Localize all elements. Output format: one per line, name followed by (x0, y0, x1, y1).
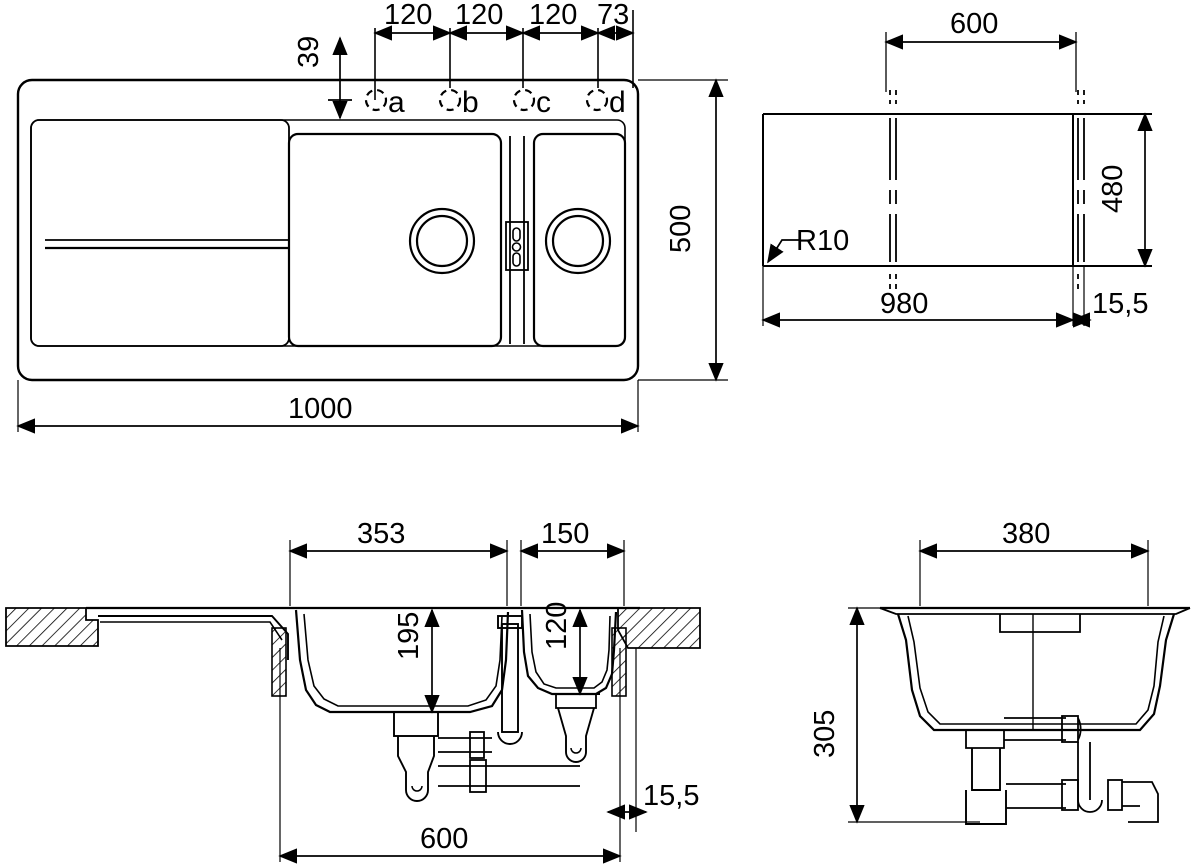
dim-small-bowl-depth: 120 (541, 602, 573, 650)
dim-155-cutout-group: 15,5 (1071, 266, 1148, 328)
dim-tap-spacing-3: 120 (529, 0, 577, 31)
dim-section-edge-margin: 15,5 (643, 780, 699, 812)
tap-hole-a-label: a (388, 86, 405, 119)
right-edge-hatch (617, 607, 701, 649)
secondary-trap-bend (565, 751, 587, 763)
dim-main-bowl-width: 353 (357, 518, 405, 550)
side-section-view: 380 305 (809, 518, 1191, 825)
dim-tap-spacing-1: 120 (384, 0, 432, 31)
dim-cutout-width: 980 (880, 288, 928, 320)
side-drain-tube (971, 748, 1001, 791)
tap-spacing-dimensions: 120 120 120 73 (373, 0, 635, 100)
cutout-view: 600 480 980 15,5 R10 (761, 8, 1153, 328)
dim-corner-radius: R10 (796, 225, 849, 257)
overflow-plate (505, 221, 529, 271)
side-pipe-assembly (1004, 715, 1159, 823)
dim-980-group: 980 (761, 266, 1075, 328)
coupling-upper (469, 731, 485, 759)
sink-outline (16, 78, 640, 382)
side-rim-underside (879, 607, 1191, 615)
section-cut-left (271, 627, 287, 697)
dim-380-group: 380 (918, 518, 1150, 606)
dim-1000-group: 1000 (16, 380, 640, 434)
secondary-bowl-drain-outer (544, 207, 612, 275)
side-drain-lower (965, 790, 1007, 825)
tap-hole-a-icon (364, 88, 388, 112)
top-view: a b c d 120 120 120 73 (16, 0, 728, 434)
dim-tap-hole-offset: 39 (293, 36, 325, 68)
dim-edge-to-last-tap: 73 (597, 0, 629, 31)
main-bowl-drain-outer (408, 207, 476, 275)
riser-bottom-bend (497, 731, 523, 745)
dim-480-group: 480 (1073, 112, 1153, 268)
front-section-view: 353 150 195 120 600 (5, 518, 701, 864)
side-bowl-ledge (999, 614, 1081, 633)
overflow-hole-mid (511, 242, 522, 252)
dim-195-group: 195 (393, 608, 440, 714)
main-drain-body-left (397, 736, 407, 790)
tap-hole-group: a b c d (364, 86, 626, 119)
dim-150-group: 150 (519, 518, 626, 606)
riser-tube (501, 623, 519, 733)
dim-overall-depth: 500 (665, 205, 697, 253)
main-bowl (287, 132, 503, 348)
dim-305-group: 305 (809, 606, 980, 824)
dim-small-bowl-width: 150 (541, 518, 589, 550)
side-drain-assembly (965, 730, 1007, 825)
side-bowl-inner (907, 615, 1165, 725)
side-drain-collar (965, 730, 1005, 749)
tap-hole-c-icon (512, 88, 536, 112)
secondary-bowl-drain-inner (551, 214, 605, 268)
dim-overall-width: 1000 (288, 393, 353, 425)
tap-hole-b-icon (438, 88, 462, 112)
secondary-drain-left (557, 707, 567, 752)
secondary-drain-right (585, 707, 595, 752)
side-outlet-elbow (1122, 781, 1159, 823)
dim-cutout-height: 480 (1097, 165, 1129, 213)
dim-cutout-edge-margin: 15,5 (1092, 288, 1148, 320)
dim-353-group: 353 (288, 518, 509, 606)
dim-side-bowl-width: 380 (1002, 518, 1050, 550)
dim-side-total-height: 305 (809, 710, 841, 758)
side-coupling-outlet (1107, 779, 1123, 811)
dim-39-group: 39 (293, 36, 352, 120)
left-edge-hatch (5, 607, 99, 647)
main-bowl-profile-inner (303, 613, 503, 707)
dim-cabinet-width: 600 (420, 823, 468, 855)
dim-600-section-group: 600 (278, 648, 622, 864)
riser-cap (497, 615, 523, 629)
main-drain-body-right (427, 736, 435, 790)
secondary-trap-bend-inner (570, 747, 582, 754)
main-drain-flange (393, 711, 439, 737)
side-coupling-upper (1061, 715, 1079, 743)
secondary-bowl (532, 132, 627, 348)
dim-cutout-inner-span: 600 (950, 8, 998, 40)
main-trap-bend-inner (411, 785, 423, 792)
tap-hole-d-icon (585, 88, 609, 112)
overflow-riser (497, 615, 523, 745)
tap-hole-c-label: c (536, 86, 551, 119)
dim-120-group: 120 (541, 602, 588, 696)
tap-hole-b-label: b (462, 86, 479, 119)
main-trap-bend (405, 789, 429, 802)
side-trap-bend (1077, 799, 1103, 813)
dim-500-group: 500 (638, 78, 728, 382)
dim-155-section-group: 15,5 (606, 648, 699, 832)
main-drain-assembly (393, 711, 439, 802)
side-pipe-bend-upper (1077, 717, 1082, 741)
main-bowl-drain-inner (415, 214, 469, 268)
overflow-slot-top (512, 227, 521, 242)
pipe-connectors (438, 731, 580, 793)
dim-main-bowl-depth: 195 (393, 612, 425, 660)
overflow-slot-bottom (512, 252, 521, 267)
coupling-lower (469, 759, 487, 793)
dim-tap-spacing-2: 120 (455, 0, 503, 31)
dim-600-cutout-group: 600 (884, 8, 1078, 92)
r10-leader-group: R10 (767, 225, 849, 264)
drainer-underside (98, 615, 289, 660)
tap-hole-d-label: d (609, 86, 626, 119)
